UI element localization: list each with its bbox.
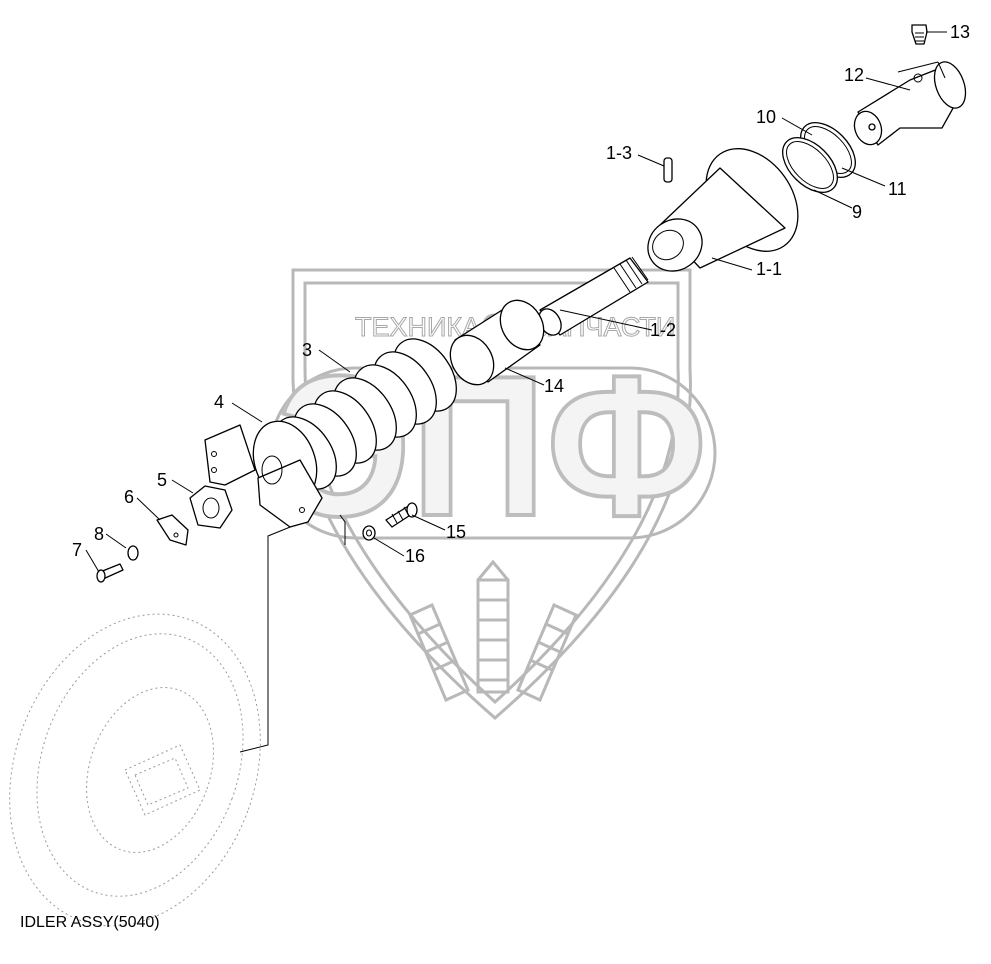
callout-10: 10	[756, 107, 776, 127]
part-1-1-housing	[647, 148, 799, 272]
part-7-bolt	[96, 563, 124, 583]
part-9-ring	[782, 137, 838, 193]
callout-1-3: 1-3	[606, 143, 632, 163]
callout-16: 16	[405, 546, 425, 566]
idler-wheel-ghost	[9, 613, 261, 927]
leader-lines	[85, 31, 947, 573]
assembly-leader-bracket	[239, 522, 301, 753]
callout-15: 15	[446, 522, 466, 542]
callout-4: 4	[214, 392, 224, 412]
part-15-bolt	[385, 502, 418, 528]
part-4-bracket	[204, 420, 323, 528]
callout-6: 6	[124, 487, 134, 507]
part-8-washer	[127, 545, 139, 561]
part-16-washer	[362, 525, 376, 541]
part-1-3-pin	[663, 157, 673, 183]
callout-1-1: 1-1	[756, 259, 782, 279]
callout-13: 13	[950, 22, 970, 42]
part-6-plate	[156, 514, 189, 546]
callout-11: 11	[888, 179, 907, 199]
watermark-wheat-icon	[408, 559, 578, 703]
callout-8: 8	[94, 524, 104, 544]
callout-9: 9	[852, 202, 862, 222]
part-12-cylinder	[853, 61, 967, 146]
part-13-bolt	[911, 24, 928, 45]
part-5-nut	[189, 485, 233, 529]
part-1-2-rod	[538, 256, 649, 336]
callout-3: 3	[302, 340, 312, 360]
part-14-spacer	[449, 299, 545, 386]
callout-labels: 13 12 10 11 9 1-3 1-1 1-2 14 3 4 5 6 8 7…	[72, 22, 970, 566]
callout-7: 7	[72, 540, 82, 560]
callout-5: 5	[157, 470, 167, 490]
callout-12: 12	[844, 65, 864, 85]
diagram-caption: IDLER ASSY(5040)	[20, 914, 160, 931]
callout-1-2: 1-2	[650, 320, 676, 340]
callout-14: 14	[544, 376, 564, 396]
watermark-text-left: ТЕХНИКА	[355, 312, 480, 342]
